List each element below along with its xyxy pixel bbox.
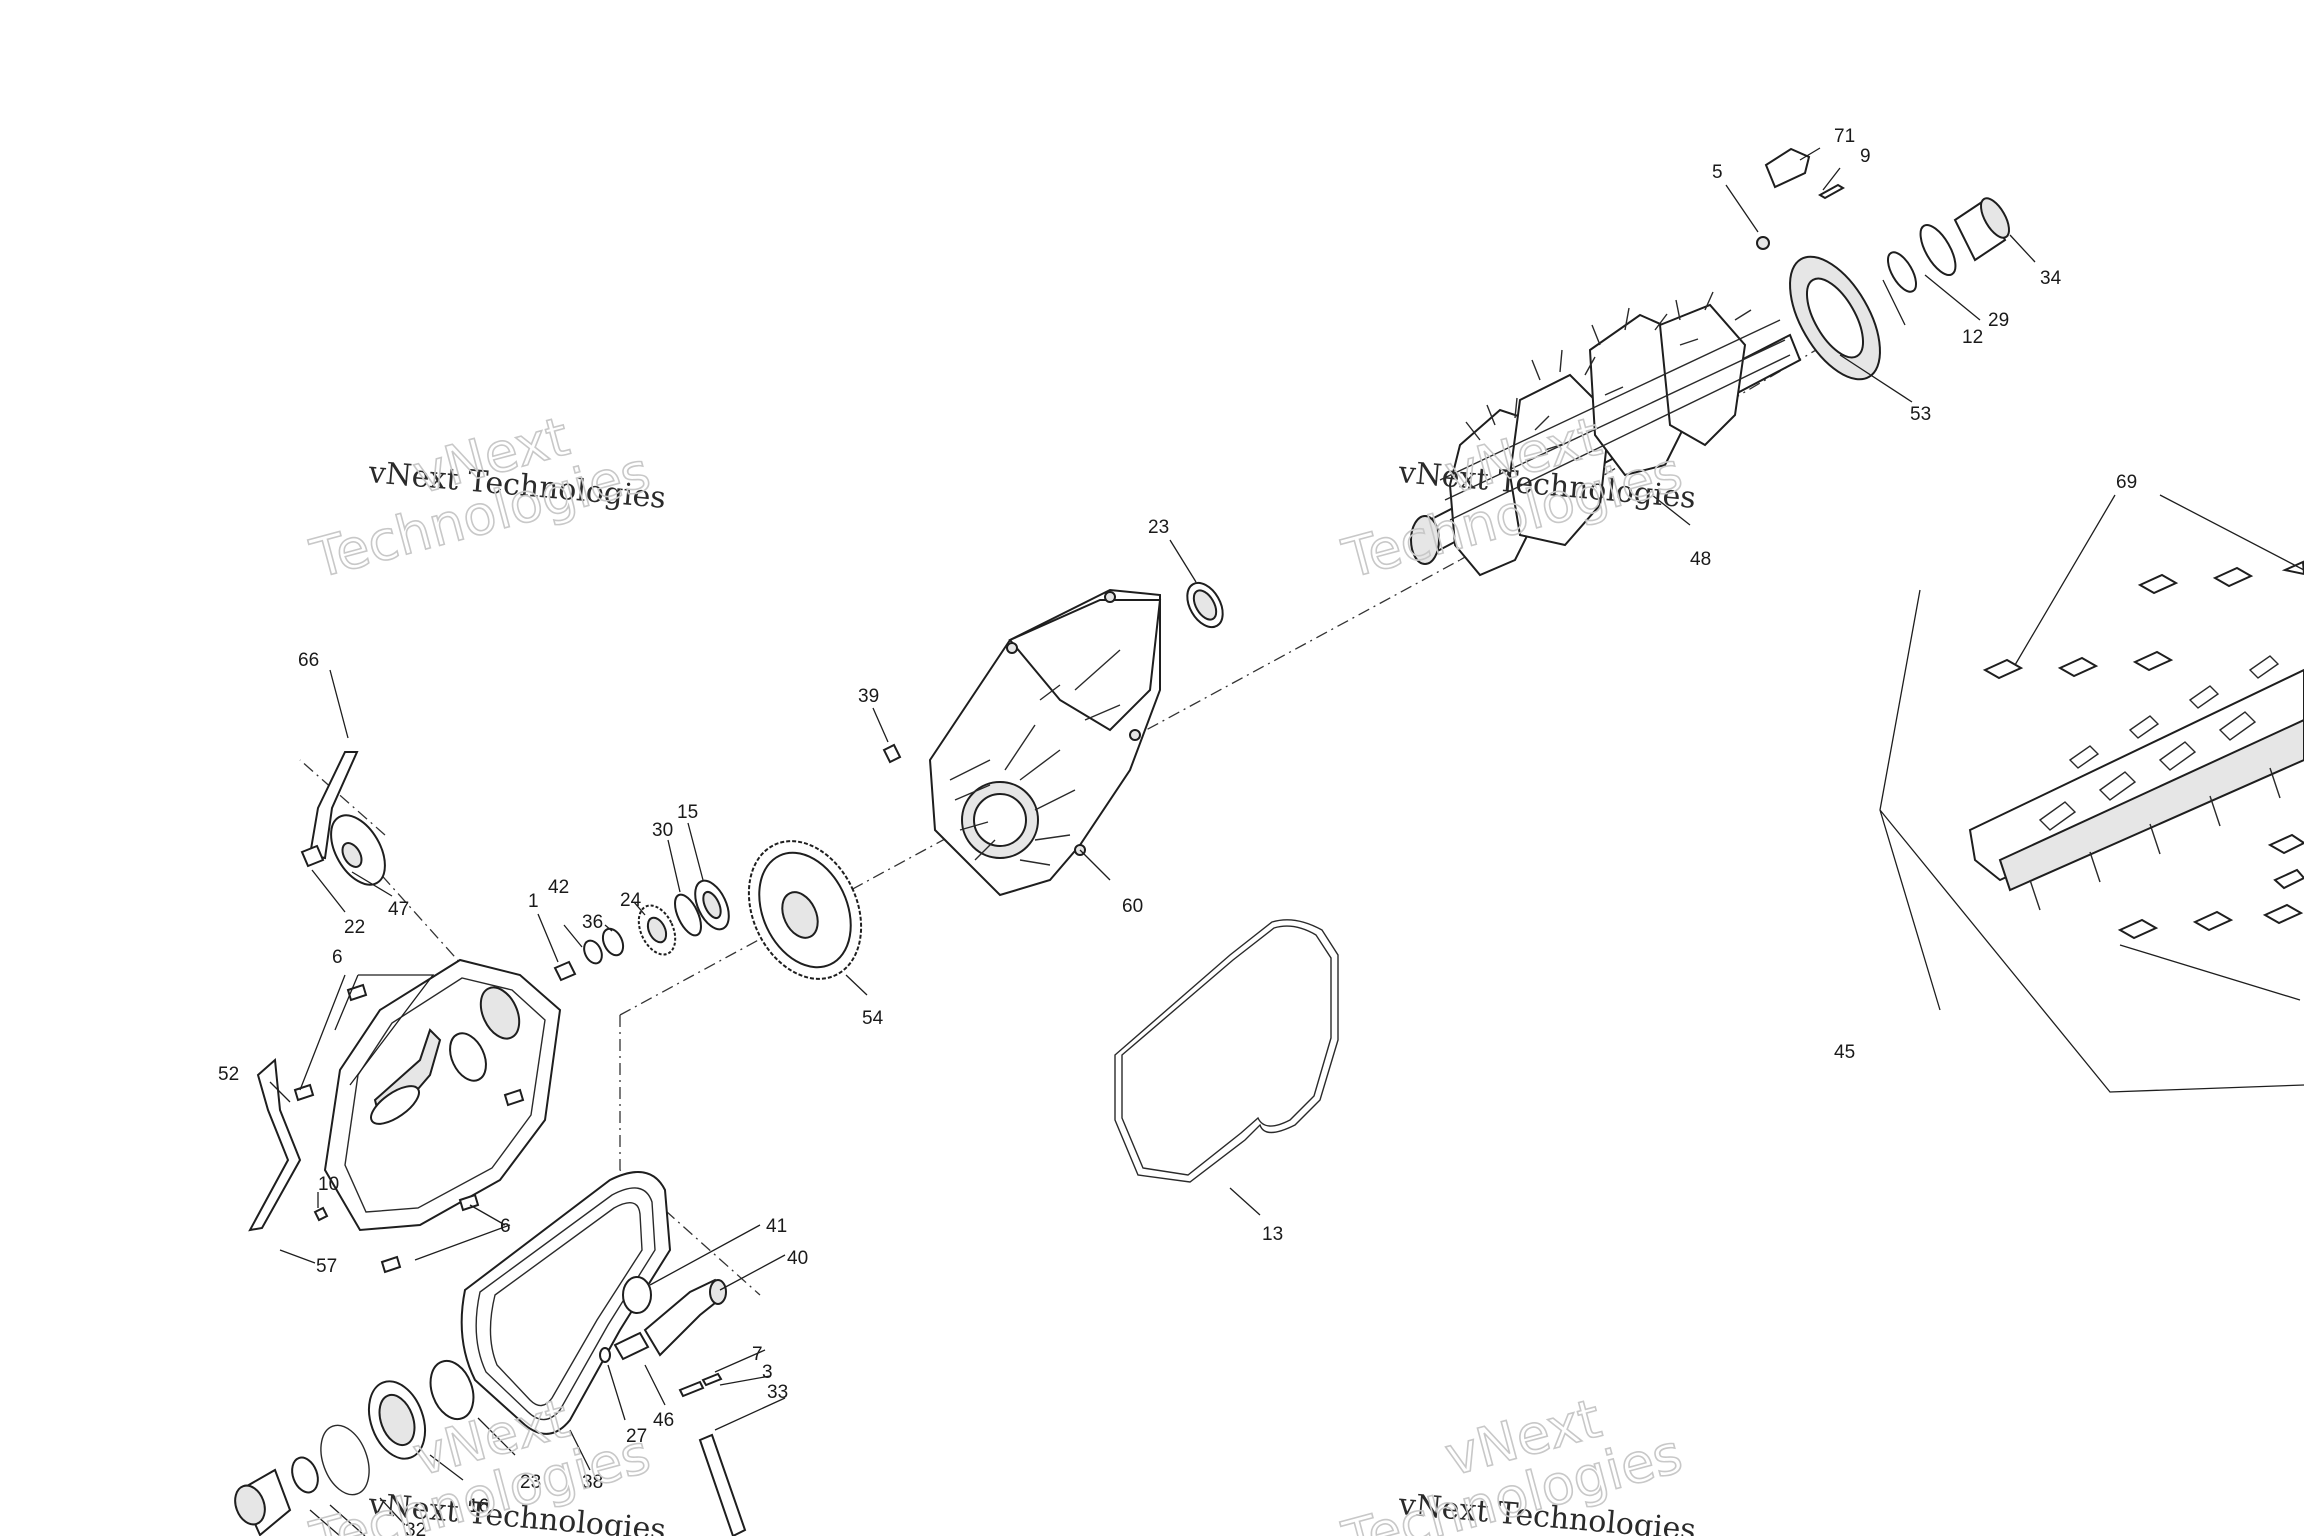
callout-48: 48	[1690, 549, 1711, 570]
callout-6a: 6	[332, 947, 343, 968]
callout-66: 66	[298, 650, 319, 671]
tensioner-small-parts	[599, 1347, 786, 1536]
chaincase-housing	[928, 588, 1162, 897]
callout-1: 1	[528, 891, 539, 912]
callout-40: 40	[787, 1248, 808, 1269]
callout-3: 3	[762, 1362, 773, 1383]
callout-9: 9	[1860, 146, 1871, 167]
callout-30: 30	[652, 820, 673, 841]
callout-53: 53	[1910, 404, 1931, 425]
callout-labels: 71 9 5 34 29 12 53 69 48 23 39 60 66 15 …	[218, 126, 2137, 1536]
callout-41: 41	[766, 1216, 787, 1237]
callout-12: 12	[1962, 327, 1983, 348]
callout-36: 36	[582, 912, 603, 933]
chaincase-cover	[248, 958, 562, 1274]
callout-23b: 23	[520, 1472, 541, 1493]
drive-chain	[460, 1171, 672, 1471]
callout-7: 7	[752, 1344, 763, 1365]
callout-47: 47	[388, 899, 409, 920]
oil-seal-upper	[1169, 539, 1224, 629]
callout-52: 52	[218, 1064, 239, 1085]
callout-42: 42	[548, 877, 569, 898]
callout-15: 15	[677, 802, 698, 823]
track-bracket-lines	[1879, 589, 2304, 1093]
track-clips	[1982, 494, 2304, 1001]
callout-27: 27	[626, 1426, 647, 1447]
shaft-stack	[537, 822, 730, 982]
axle-end-parts	[1725, 147, 2036, 403]
callout-54: 54	[862, 1008, 884, 1029]
callout-13: 13	[1262, 1224, 1283, 1245]
lower-bearing-stack	[234, 1359, 516, 1536]
callout-32: 32	[405, 1520, 426, 1536]
callout-57: 57	[316, 1256, 337, 1277]
callout-23: 23	[1148, 517, 1169, 538]
callout-39: 39	[858, 686, 879, 707]
callout-16: 16	[468, 1496, 489, 1517]
lower-sprocket	[747, 840, 868, 996]
track-assembly	[1879, 589, 2304, 1093]
callout-5: 5	[1712, 162, 1723, 183]
callout-60: 60	[1122, 896, 1143, 917]
callout-10: 10	[318, 1174, 339, 1195]
watermark-1-outline: vNext Technologies	[303, 404, 657, 592]
callout-34: 34	[2040, 268, 2062, 289]
callout-38: 38	[582, 1472, 603, 1493]
callout-33: 33	[767, 1382, 788, 1403]
callout-45: 45	[1834, 1042, 1855, 1063]
breather-assembly	[300, 669, 393, 913]
callout-69: 69	[2116, 472, 2137, 493]
callout-24: 24	[620, 890, 642, 911]
chain-tensioner	[613, 1224, 786, 1361]
callout-46: 46	[653, 1410, 674, 1431]
drain-plug	[872, 707, 902, 764]
callout-71: 71	[1834, 126, 1855, 147]
callout-29: 29	[1988, 310, 2009, 331]
drive-axle	[1410, 291, 1802, 577]
callout-22: 22	[344, 917, 365, 938]
callout-6b: 6	[500, 1216, 511, 1237]
chaincase-gasket	[1114, 919, 1339, 1216]
